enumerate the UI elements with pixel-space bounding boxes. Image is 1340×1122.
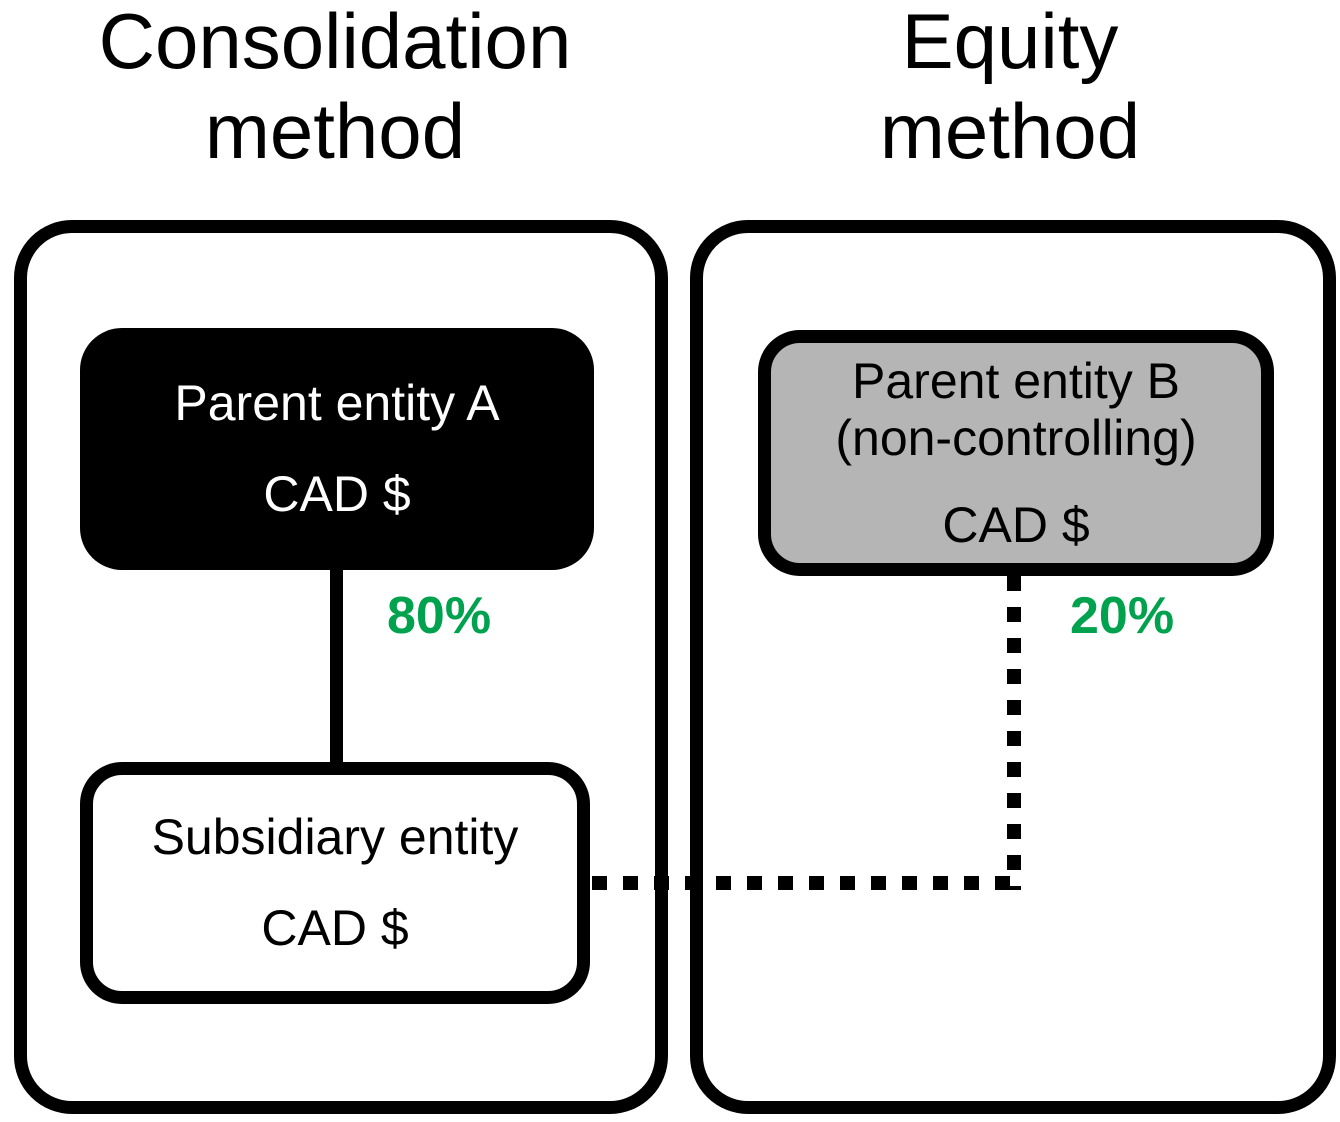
consolidation-method-panel <box>14 220 668 1114</box>
parent-entity-a-currency: CAD $ <box>263 466 411 522</box>
equity-method-title: Equity method <box>879 0 1141 176</box>
parent-entity-b-qualifier: (non-controlling) <box>835 409 1197 466</box>
subsidiary-entity-name: Subsidiary entity <box>151 809 519 865</box>
equity-method-panel <box>690 220 1336 1114</box>
parent-entity-b-currency: CAD $ <box>942 496 1090 553</box>
parent-entity-b-name: Parent entity B <box>852 352 1180 409</box>
ownership-dotted-line-parent-b-vertical <box>1007 576 1021 890</box>
parent-entity-b-box: Parent entity B (non-controlling) CAD $ <box>758 330 1274 576</box>
ownership-dotted-line-subsidiary-horizontal <box>592 876 1022 890</box>
parent-entity-a-name: Parent entity A <box>174 375 500 431</box>
parent-entity-a-box: Parent entity A CAD $ <box>80 328 594 570</box>
ownership-line-parent-a-to-subsidiary <box>330 568 343 768</box>
ownership-percentage-80: 80% <box>387 587 492 645</box>
subsidiary-entity-box: Subsidiary entity CAD $ <box>80 762 590 1004</box>
subsidiary-entity-currency: CAD $ <box>261 900 409 956</box>
ownership-percentage-20: 20% <box>1070 587 1175 645</box>
consolidation-method-title: Consolidation method <box>98 0 572 176</box>
